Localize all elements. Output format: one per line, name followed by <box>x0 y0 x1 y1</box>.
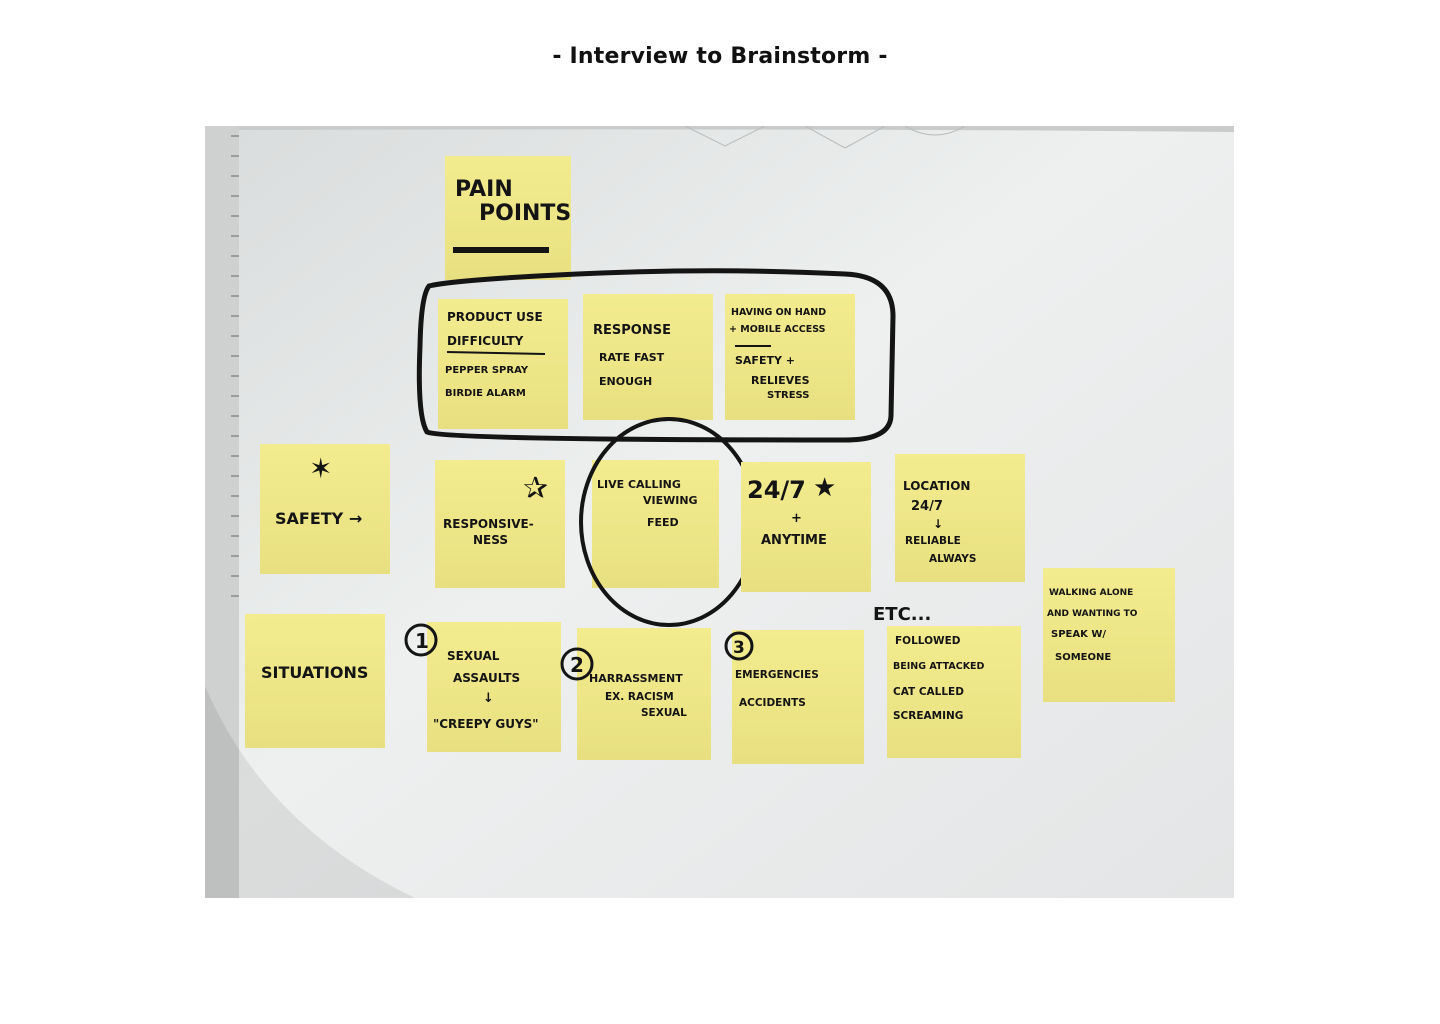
note-line: SEXUAL <box>641 707 687 719</box>
note-line: SCREAMING <box>893 710 963 722</box>
note-line: BEING ATTACKED <box>893 661 985 672</box>
note-pain-points-line2: POINTS <box>479 201 571 226</box>
values-group: ✶ SAFETY → ✰ RESPONSIVE- NESS LIVE CALLI… <box>260 417 1025 627</box>
page-title: - Interview to Brainstorm - <box>552 44 888 69</box>
star-icon: ★ <box>813 473 836 503</box>
note-sexual-assaults: 1 SEXUAL ASSAULTS ↓ "CREEPY GUYS" <box>404 622 561 752</box>
note-line: RESPONSIVE- <box>443 517 534 531</box>
note-line: NESS <box>473 533 508 547</box>
note-safety: ✶ SAFETY → <box>260 444 390 574</box>
note-line: EX. RACISM <box>605 691 674 703</box>
note-line: LOCATION <box>903 479 970 493</box>
pain-points-group: PRODUCT USE DIFFICULTY PEPPER SPRAY BIRD… <box>416 268 896 443</box>
note-line: ↓ <box>483 691 494 706</box>
note-situations: SITUATIONS <box>245 614 385 748</box>
note-followed: FOLLOWED BEING ATTACKED CAT CALLED SCREA… <box>887 626 1021 758</box>
note-line: FEED <box>647 516 679 529</box>
note-line: ASSAULTS <box>453 671 520 685</box>
pain-points-outline <box>416 268 896 443</box>
note-line: 24/7 <box>911 499 943 514</box>
note-line: ↓ <box>933 517 943 531</box>
note-line: ENOUGH <box>599 375 652 388</box>
board-top-edge <box>239 126 1234 132</box>
note-line: PRODUCT USE <box>447 310 543 324</box>
number-badge: 2 <box>570 653 584 677</box>
note-line: HAVING ON HAND <box>731 307 826 318</box>
note-line: DIFFICULTY <box>447 334 524 348</box>
note-line: RESPONSE <box>593 323 671 338</box>
note-line: STRESS <box>767 390 810 401</box>
note-line: SPEAK W/ <box>1051 629 1106 640</box>
note-line: ACCIDENTS <box>739 697 806 709</box>
note-emergencies: 3 EMERGENCIES ACCIDENTS <box>724 630 864 764</box>
note-live-calling: LIVE CALLING VIEWING FEED <box>592 460 719 588</box>
note-line: RELIEVES <box>751 374 810 387</box>
star-icon: ✶ <box>309 452 332 485</box>
note-line: SAFETY + <box>735 354 795 367</box>
note-line: "CREEPY GUYS" <box>433 717 539 731</box>
star-icon: ✰ <box>523 471 548 506</box>
note-24-7: 24/7 ★ + ANYTIME <box>741 462 871 592</box>
board-left-edge <box>205 126 239 898</box>
note-line: EMERGENCIES <box>735 669 819 681</box>
note-line: + <box>791 511 802 526</box>
note-line: SITUATIONS <box>261 663 368 682</box>
note-response-rate: RESPONSE RATE FAST ENOUGH <box>583 294 713 420</box>
note-line: + MOBILE ACCESS <box>729 324 826 335</box>
note-line: BIRDIE ALARM <box>445 388 526 399</box>
note-walking-alone: WALKING ALONE AND WANTING TO SPEAK W/ SO… <box>1043 568 1175 702</box>
note-line: 24/7 <box>747 476 806 504</box>
note-harrassment: 2 HARRASSMENT EX. RACISM SEXUAL <box>560 628 711 760</box>
number-badge: 3 <box>733 638 745 658</box>
note-line: RATE FAST <box>599 351 665 364</box>
note-line: FOLLOWED <box>895 635 961 647</box>
note-line: VIEWING <box>643 494 698 507</box>
etc-label: ETC... <box>873 604 931 625</box>
note-line: CAT CALLED <box>893 686 964 698</box>
photo-shadow <box>205 686 415 898</box>
note-product-use: PRODUCT USE DIFFICULTY PEPPER SPRAY BIRD… <box>438 299 568 429</box>
note-location: LOCATION 24/7 ↓ RELIABLE ALWAYS <box>895 454 1025 582</box>
note-pain-points: PAIN POINTS <box>445 156 571 280</box>
note-line: SAFETY → <box>275 509 362 528</box>
note-line: HARRASSMENT <box>589 672 683 685</box>
spiral-binding <box>231 135 239 597</box>
note-line: AND WANTING TO <box>1047 609 1138 619</box>
note-line: PEPPER SPRAY <box>445 365 529 376</box>
note-having-on-hand: HAVING ON HAND + MOBILE ACCESS SAFETY + … <box>725 294 855 420</box>
note-line: SEXUAL <box>447 649 500 663</box>
brainstorm-photo: PAIN POINTS PRODUCT USE DIFFICULTY PEPPE… <box>205 126 1234 898</box>
faint-sketch-marks <box>684 126 966 149</box>
note-line: WALKING ALONE <box>1049 588 1133 598</box>
note-line: LIVE CALLING <box>597 478 681 491</box>
note-line: ALWAYS <box>929 553 976 565</box>
number-badge: 1 <box>415 629 429 653</box>
note-line: RELIABLE <box>905 535 961 547</box>
note-responsiveness: ✰ RESPONSIVE- NESS <box>435 460 565 588</box>
situations-group: SITUATIONS 1 SEXUAL ASSAULTS ↓ "CREEPY G… <box>245 568 1175 764</box>
note-line: ANYTIME <box>761 533 827 548</box>
note-pain-points-line1: PAIN <box>455 177 513 202</box>
note-line: SOMEONE <box>1055 652 1111 663</box>
